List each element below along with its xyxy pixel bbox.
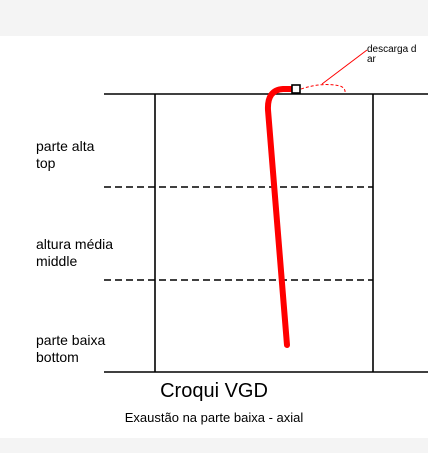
annotation-text: descarga d ar: [367, 45, 416, 65]
bottom-band: [0, 438, 428, 453]
zone-label-middle: altura média middle: [36, 236, 113, 270]
zone-label-bottom-line-1: parte baixa: [36, 332, 106, 348]
discharge-arc: [300, 84, 346, 95]
zone-label-bottom: parte baixa bottom: [36, 332, 105, 366]
zone-label-middle-line-1: altura média: [36, 236, 114, 252]
zone-label-bottom-line-2: bottom: [36, 349, 79, 365]
annotation-line-2: ar: [367, 54, 376, 65]
diagram-subtitle: Exaustão na parte baixa - axial: [124, 410, 304, 425]
zone-label-top-line-1: parte alta: [36, 138, 95, 154]
zone-label-top: parte alta top: [36, 138, 94, 172]
top-band: [0, 0, 428, 36]
exhaust-pipe: [264, 86, 295, 348]
annotation-line-1: descarga d: [367, 44, 417, 55]
outlet-box: [291, 84, 301, 94]
annotation-leader: [321, 49, 368, 85]
zone-label-middle-line-2: middle: [36, 253, 78, 269]
diagram-title: Croqui VGD: [160, 380, 268, 402]
zone-label-top-line-2: top: [36, 155, 56, 171]
